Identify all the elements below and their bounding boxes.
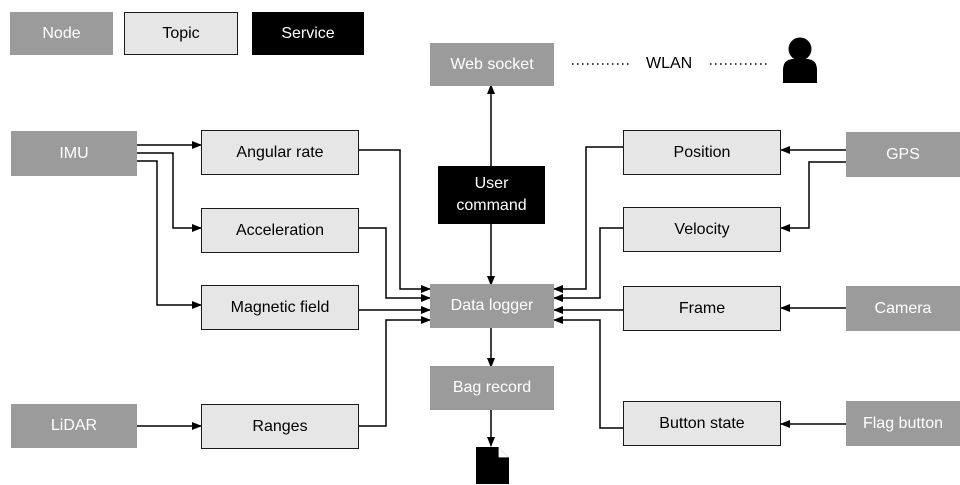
node-web-socket-label: Web socket <box>450 55 534 73</box>
topic-velocity-label: Velocity <box>674 220 730 238</box>
node-web-socket: Web socket <box>430 43 554 86</box>
topic-frame: Frame <box>623 286 781 331</box>
service-user-command: User command <box>438 166 545 224</box>
node-flag-button: Flag button <box>846 401 960 446</box>
edge-velocity-logger <box>553 227 623 302</box>
service-user-command-line1: User <box>474 175 509 192</box>
node-imu-label: IMU <box>59 144 89 162</box>
file-icon <box>476 447 509 484</box>
node-data-logger-label: Data logger <box>450 297 534 314</box>
topic-ranges-label: Ranges <box>252 417 308 435</box>
node-camera: Camera <box>846 286 960 331</box>
node-gps: GPS <box>846 132 960 177</box>
service-user-command-line2: command <box>456 197 527 214</box>
topic-position-label: Position <box>673 143 731 161</box>
edge-position-logger <box>553 146 623 293</box>
topic-angular-rate-label: Angular rate <box>236 143 324 161</box>
legend-topic-label: Topic <box>162 24 200 42</box>
edge-ranges-logger <box>359 316 431 427</box>
topic-acceleration-label: Acceleration <box>235 221 325 239</box>
topic-velocity: Velocity <box>623 207 781 252</box>
topic-magnetic-field: Magnetic field <box>201 285 359 330</box>
wlan-label: WLAN <box>646 55 693 72</box>
user-icon <box>783 37 817 83</box>
topic-angular-rate: Angular rate <box>201 130 359 175</box>
edge-button-state-logger <box>553 316 623 429</box>
legend-service-label: Service <box>281 24 335 42</box>
node-imu: IMU <box>11 131 137 176</box>
edge-acceleration-logger <box>359 227 431 302</box>
legend-topic: Topic <box>124 12 238 55</box>
legend-node: Node <box>10 12 113 55</box>
edge-imu-magnetic-field <box>137 160 202 309</box>
topic-magnetic-field-label: Magnetic field <box>230 298 330 316</box>
node-data-logger: Data logger <box>430 284 554 328</box>
edge-angular-rate-logger <box>359 149 431 293</box>
node-bag-record-label: Bag record <box>452 379 532 396</box>
topic-acceleration: Acceleration <box>201 208 359 253</box>
topic-button-state: Button state <box>623 401 781 446</box>
node-flag-button-label: Flag button <box>862 414 944 432</box>
topic-position: Position <box>623 130 781 175</box>
legend-service: Service <box>252 12 364 55</box>
node-bag-record: Bag record <box>430 366 554 410</box>
legend-node-label: Node <box>42 24 81 42</box>
node-gps-label: GPS <box>886 145 920 163</box>
topic-ranges: Ranges <box>201 404 359 449</box>
edge-imu-acceleration <box>137 152 202 232</box>
node-camera-label: Camera <box>874 299 932 317</box>
node-lidar-label: LiDAR <box>50 417 98 434</box>
topic-button-state-label: Button state <box>659 414 745 432</box>
edge-gps-velocity <box>780 161 846 232</box>
node-lidar: LiDAR <box>11 404 137 448</box>
topic-frame-label: Frame <box>678 299 726 317</box>
